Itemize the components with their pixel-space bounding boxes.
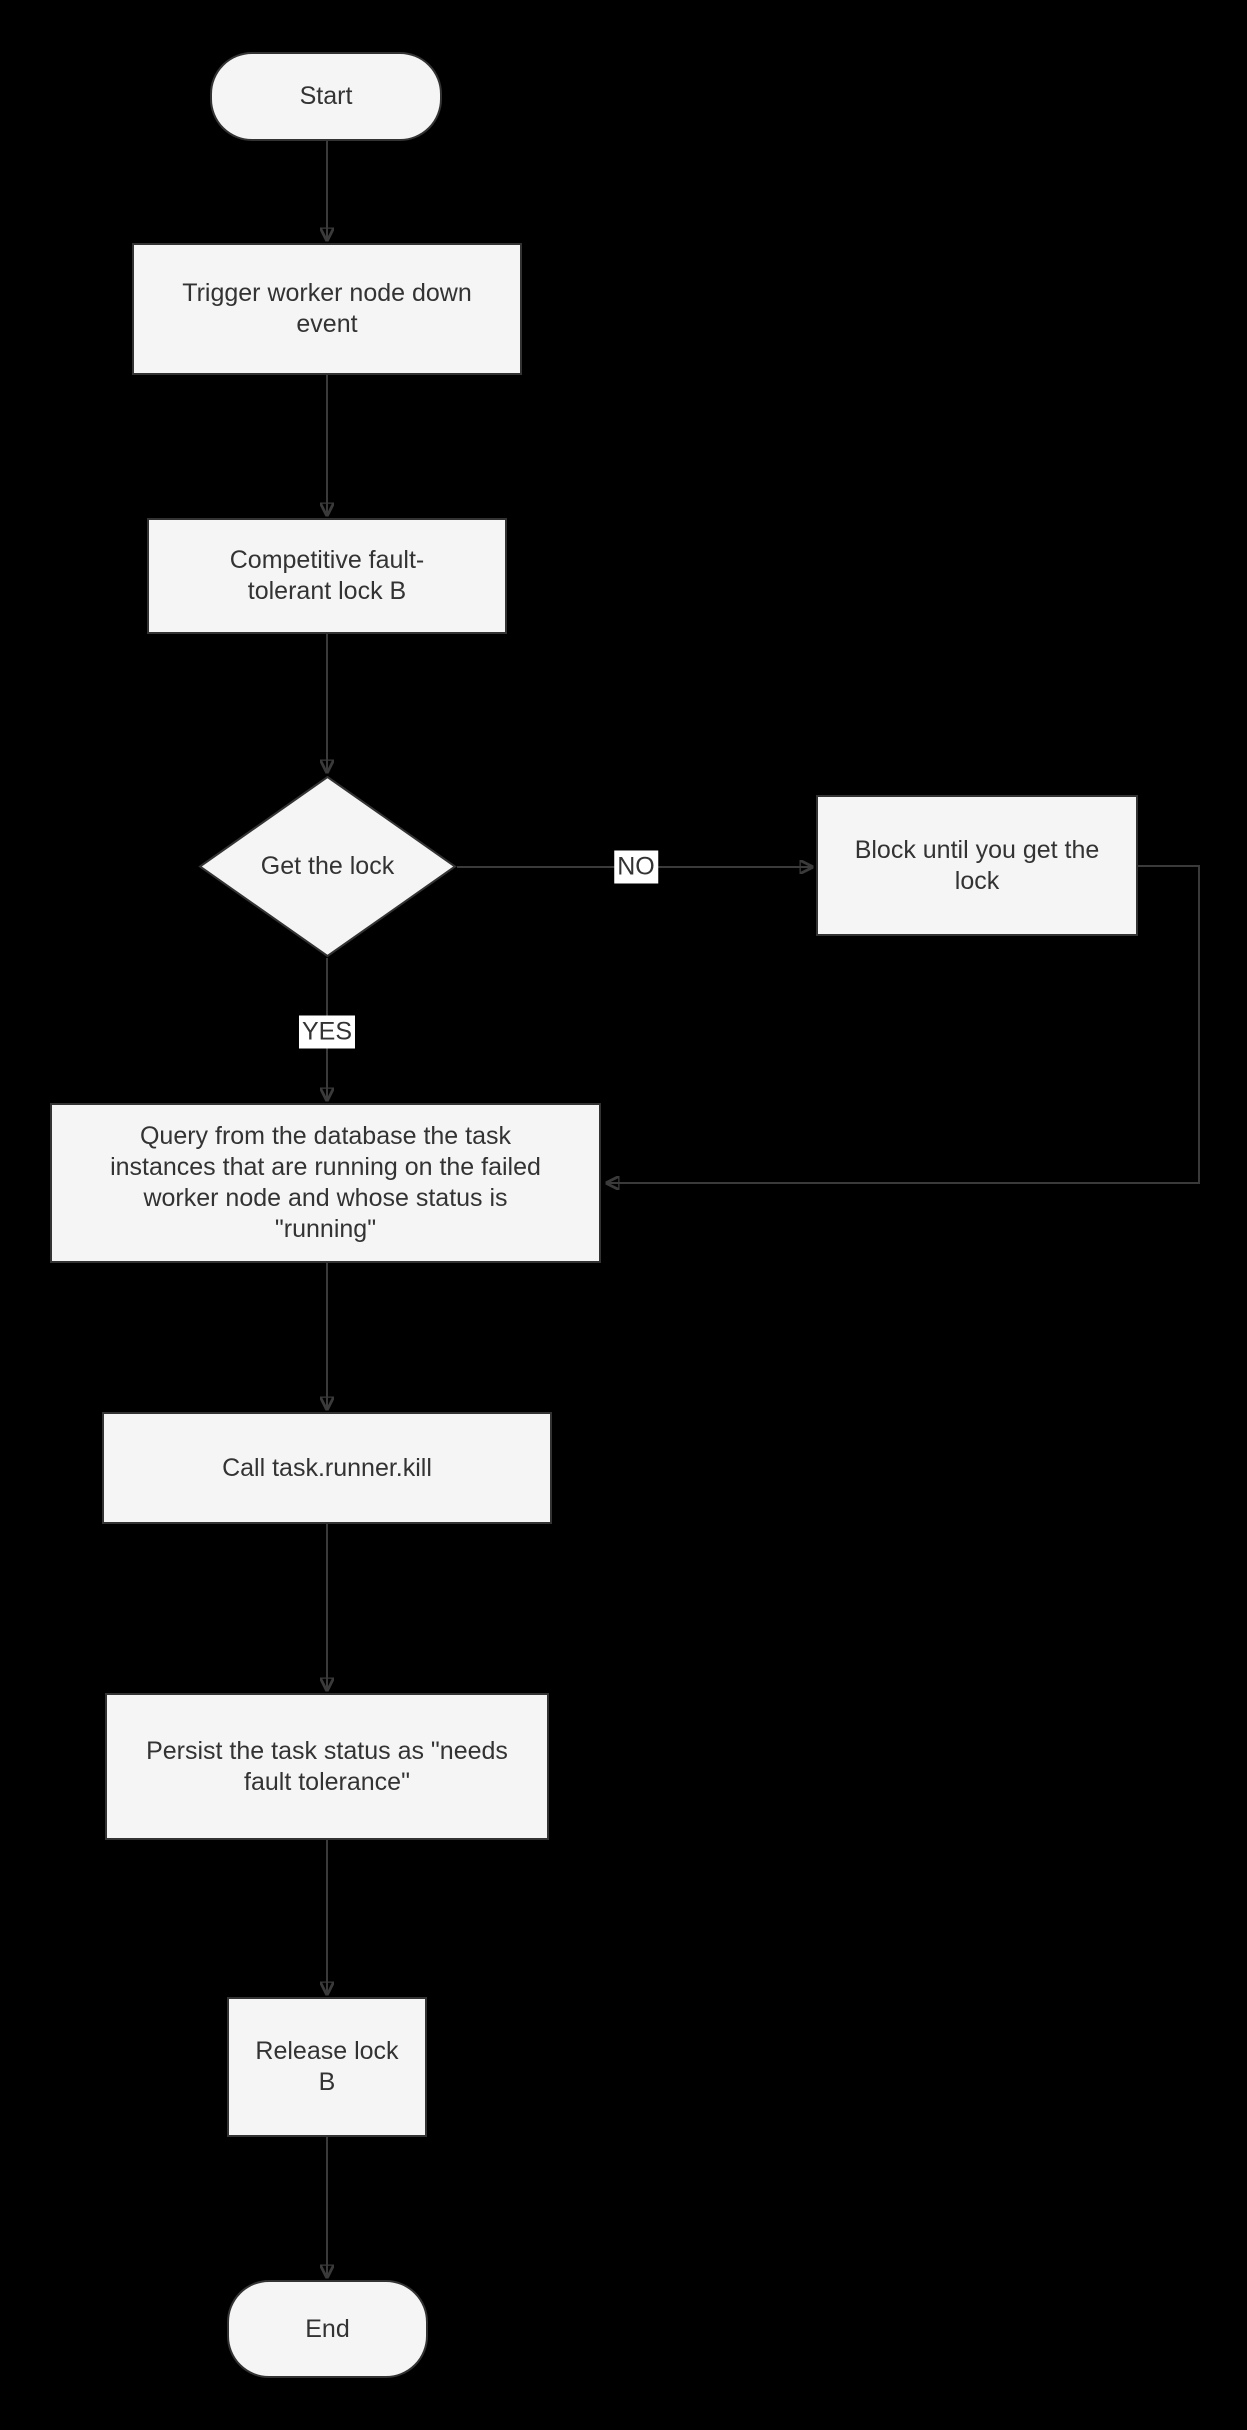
node-block-label: Block until you get the lock — [854, 835, 1100, 895]
node-start: Start — [210, 52, 442, 141]
node-trigger-worker-node-down: Trigger worker node down event — [132, 243, 522, 375]
node-query-label: Query from the database the task instanc… — [110, 1122, 541, 1243]
edge-block-to-query-feedback — [607, 865, 1200, 1183]
node-query-task-instances: Query from the database the task instanc… — [50, 1103, 601, 1263]
node-competitive-label: Competitive fault-tolerant lock B — [229, 546, 425, 605]
node-competitive-lock: Competitive fault-tolerant lock B — [147, 518, 507, 634]
decision-diamond-shape — [198, 775, 457, 958]
node-decision-label: Get the lock — [260, 852, 395, 880]
node-call-task-runner-kill: Call task.runner.kill — [102, 1412, 552, 1524]
node-release-label: Release lock B — [255, 2037, 399, 2096]
node-block-until-lock: Block until you get the lock — [816, 795, 1138, 936]
node-persist-task-status: Persist the task status as "needs fault … — [105, 1693, 549, 1840]
node-call-label: Call task.runner.kill — [222, 1453, 432, 1482]
node-trigger-label: Trigger worker node down event — [182, 279, 472, 338]
node-get-the-lock: Get the lock — [198, 775, 457, 958]
node-persist-label: Persist the task status as "needs fault … — [146, 1736, 508, 1796]
edge-label-yes: YES — [298, 1015, 356, 1049]
node-end-label: End — [305, 2314, 350, 2343]
node-release-lock-b: Release lock B — [227, 1997, 427, 2137]
node-end: End — [227, 2280, 428, 2378]
edge-label-no: NO — [614, 850, 658, 884]
node-start-label: Start — [299, 82, 353, 110]
